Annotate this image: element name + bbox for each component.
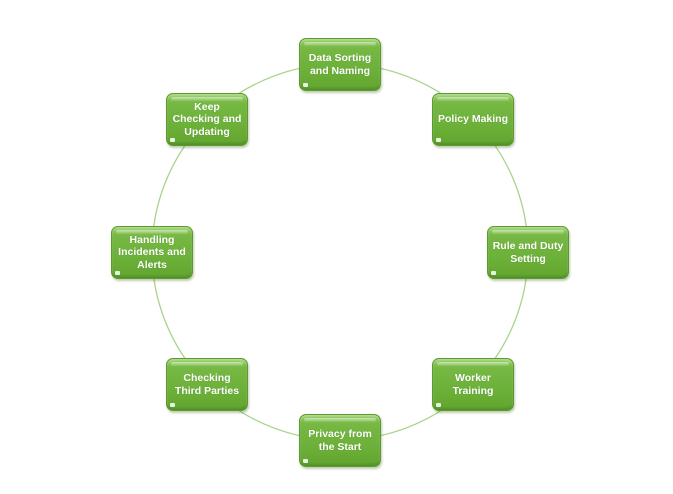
- node-label: Checking Third Parties: [174, 372, 240, 397]
- node-worker-training: Worker Training: [432, 358, 514, 411]
- node-rule-and-duty-setting: Rule and Duty Setting: [487, 226, 569, 279]
- node-label: Handling Incidents and Alerts: [118, 233, 186, 271]
- node-checking-third-parties: Checking Third Parties: [166, 358, 248, 411]
- node-label: Policy Making: [437, 113, 509, 126]
- node-handling-incidents-and-alerts: Handling Incidents and Alerts: [111, 226, 193, 279]
- node-label: Privacy from the Start: [308, 428, 372, 453]
- node-label: Data Sorting and Naming: [308, 52, 372, 77]
- node-keep-checking-and-updating: Keep Checking and Updating: [166, 93, 248, 146]
- node-data-sorting-and-naming: Data Sorting and Naming: [299, 38, 381, 91]
- node-policy-making: Policy Making: [432, 93, 514, 146]
- node-label: Rule and Duty Setting: [492, 240, 564, 265]
- node-label: Keep Checking and Updating: [172, 100, 242, 138]
- node-label: Worker Training: [452, 372, 494, 397]
- node-privacy-from-the-start: Privacy from the Start: [299, 414, 381, 467]
